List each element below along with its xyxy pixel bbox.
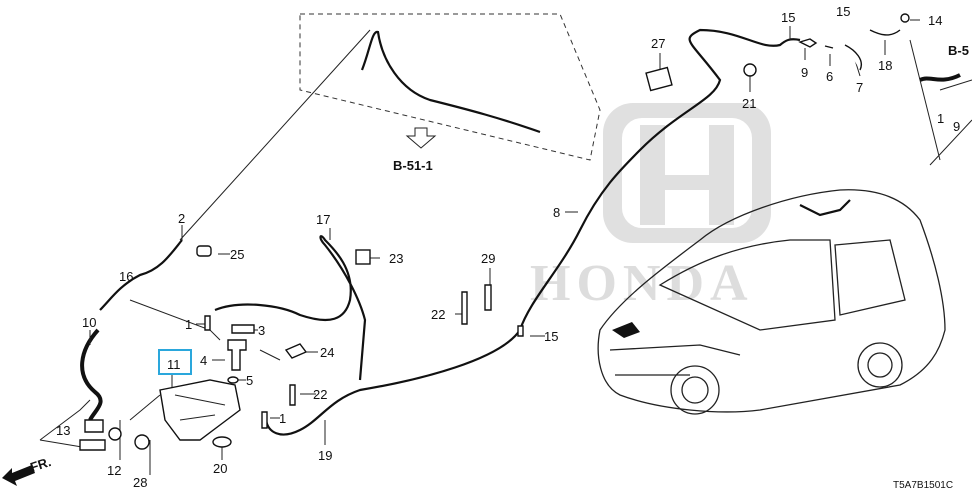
callout-20[interactable]: 20 <box>213 461 227 476</box>
callout-15[interactable]: 15 <box>836 4 850 19</box>
hose-19 <box>264 329 521 436</box>
part-23-clip <box>355 249 371 265</box>
part-3-cap <box>231 324 255 334</box>
part-21-clip <box>743 63 757 77</box>
parts-top-right <box>798 29 901 71</box>
part-29 <box>484 284 492 311</box>
callout-28[interactable]: 28 <box>133 475 147 490</box>
callout-16[interactable]: 16 <box>119 269 133 284</box>
callout-6[interactable]: 6 <box>826 69 833 84</box>
honda-logo-watermark: HONDA <box>530 103 771 312</box>
part-11-reservoir <box>159 379 241 441</box>
callout-22[interactable]: 22 <box>431 307 445 322</box>
part-4-pump <box>227 339 247 371</box>
reference-box <box>299 13 601 161</box>
part-20-grommet <box>212 436 232 448</box>
callout-11[interactable]: 11 <box>167 357 181 372</box>
callout-13[interactable]: 13 <box>56 423 70 438</box>
callout-12[interactable]: 12 <box>107 463 121 478</box>
callout-8[interactable]: 8 <box>553 205 560 220</box>
callouts: 27 15 15 14 9 6 7 18 21 1 9 2 25 16 17 2… <box>56 4 960 490</box>
parts <box>79 13 961 451</box>
selected-part-highlight <box>158 349 192 375</box>
callout-15[interactable]: 15 <box>544 329 558 344</box>
part-13-bracket <box>79 419 106 451</box>
callout-29[interactable]: 29 <box>481 251 495 266</box>
reference-link-b51[interactable]: B-51-1 <box>393 158 433 173</box>
front-label: FR. <box>28 454 53 475</box>
hose-16 <box>99 239 183 311</box>
honda-logo-text: HONDA <box>530 255 754 312</box>
front-direction-indicator: FR. <box>2 454 53 486</box>
callout-18[interactable]: 18 <box>878 58 892 73</box>
callout-25[interactable]: 25 <box>230 247 244 262</box>
reference-link-partial[interactable]: B-5 <box>948 43 969 58</box>
callout-17[interactable]: 17 <box>316 212 330 227</box>
callout-27[interactable]: 27 <box>651 36 665 51</box>
part-12-grommet <box>108 427 122 441</box>
callout-19[interactable]: 19 <box>318 448 332 463</box>
callout-3[interactable]: 3 <box>258 323 265 338</box>
down-arrow-icon <box>405 127 437 149</box>
front-arrow-icon <box>2 465 35 486</box>
callout-21[interactable]: 21 <box>742 96 756 111</box>
callout-24[interactable]: 24 <box>320 345 334 360</box>
hose-10 <box>80 328 103 421</box>
car-illustration <box>597 189 946 415</box>
part-24-sensor <box>284 343 308 359</box>
callout-9[interactable]: 9 <box>953 119 960 134</box>
part-22-lower <box>289 384 296 406</box>
hose-b51 <box>360 30 541 134</box>
callout-1[interactable]: 1 <box>937 111 944 126</box>
callout-23[interactable]: 23 <box>389 251 403 266</box>
hose-17 <box>214 235 367 381</box>
part-27-pad <box>645 66 673 92</box>
part-28-bolt <box>134 434 150 450</box>
callout-2[interactable]: 2 <box>178 211 185 226</box>
callout-15[interactable]: 15 <box>781 10 795 25</box>
diagram-code: T5A7B1501C <box>893 480 953 491</box>
callout-1[interactable]: 1 <box>185 317 192 332</box>
hose-8 <box>518 28 801 331</box>
callout-4[interactable]: 4 <box>200 353 207 368</box>
callout-7[interactable]: 7 <box>856 80 863 95</box>
callout-14[interactable]: 14 <box>928 13 942 28</box>
callout-5[interactable]: 5 <box>246 373 253 388</box>
part-5-seal <box>227 376 239 384</box>
callout-10[interactable]: 10 <box>82 315 96 330</box>
callout-1[interactable]: 1 <box>279 411 286 426</box>
callout-22[interactable]: 22 <box>313 387 327 402</box>
callout-9[interactable]: 9 <box>801 65 808 80</box>
part-22-upper <box>461 291 468 325</box>
part-25-clip <box>196 245 212 257</box>
